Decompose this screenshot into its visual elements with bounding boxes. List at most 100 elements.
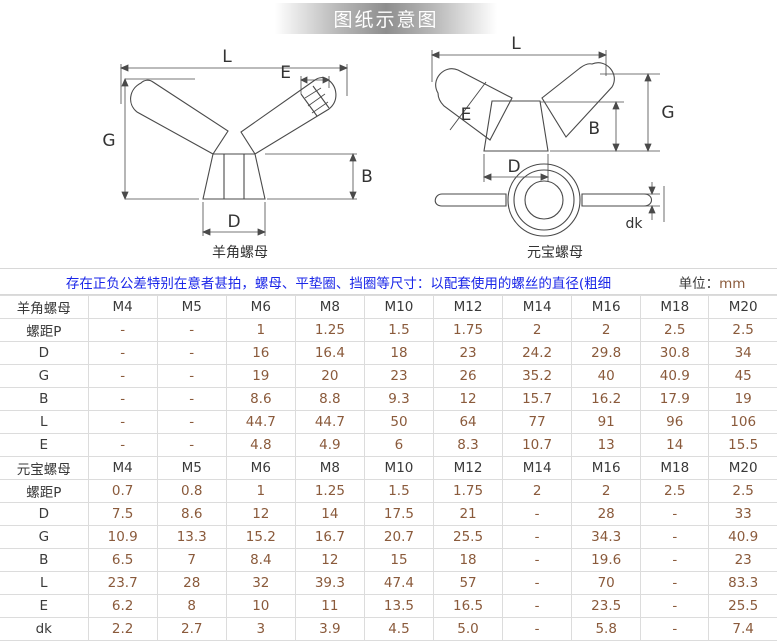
ingot-wing-nut-drawing: L E G B D dk: [430, 36, 675, 237]
table-cell: 40.9: [640, 364, 710, 388]
table-cell: 44.7: [226, 410, 296, 434]
table-cell: -: [502, 548, 573, 572]
row-label: G: [0, 364, 89, 388]
table-cell: 2.2: [88, 617, 158, 641]
column-header-m10: M10: [364, 295, 435, 319]
table-cell: 29.8: [571, 341, 642, 365]
table-cell: 1.5: [364, 479, 435, 503]
column-header-m5: M5: [157, 295, 227, 319]
table-cell: 35.2: [502, 364, 573, 388]
table-cell: 10.7: [502, 433, 573, 457]
page-title: 图纸示意图: [333, 9, 439, 31]
table-cell: 19.6: [571, 548, 642, 572]
table-cell: 96: [640, 410, 710, 434]
table-cell: 7.5: [88, 502, 158, 526]
row-label: D: [0, 502, 89, 526]
table-cell: 28: [571, 502, 642, 526]
dimension-label-G: G: [102, 131, 115, 151]
horn-wing-nut-drawing: L G E B D: [102, 47, 373, 236]
table-cell: 18: [364, 341, 435, 365]
table-cell: 45: [708, 364, 777, 388]
table-cell: 13.3: [157, 525, 227, 549]
table-cell: -: [88, 318, 158, 342]
column-header-m14: M14: [502, 456, 573, 480]
table-cell: 7.4: [708, 617, 777, 641]
table-cell: 24.2: [502, 341, 573, 365]
column-header-m4: M4: [88, 295, 158, 319]
table-cell: 50: [364, 410, 435, 434]
table-cell: 12: [433, 387, 504, 411]
table-cell: 12: [226, 502, 296, 526]
table-cell: 16.4: [295, 341, 365, 365]
table-cell: 11: [295, 594, 365, 618]
table-cell: 16: [226, 341, 296, 365]
notice-row: 存在正负公差特别在意者甚拍，螺母、平垫圈、挡圈等尺寸：以配套使用的螺丝的直径(粗…: [0, 268, 777, 295]
table-cell: 3.9: [295, 617, 365, 641]
table-cell: 39.3: [295, 571, 365, 595]
table-cell: 0.7: [88, 479, 158, 503]
section-name: 元宝螺母: [0, 456, 89, 480]
table-cell: 4.8: [226, 433, 296, 457]
table-cell: 10.9: [88, 525, 158, 549]
dimension-label-E: E: [461, 105, 472, 125]
dimension-label-dk: dk: [626, 216, 644, 232]
table-cell: -: [157, 341, 227, 365]
unit-label: 单位：mm: [647, 272, 777, 292]
table-cell: 19: [708, 387, 777, 411]
table-cell: 8.8: [295, 387, 365, 411]
table-cell: 23: [364, 364, 435, 388]
row-label: 螺距P: [0, 318, 89, 342]
table-cell: 25.5: [708, 594, 777, 618]
row-label: G: [0, 525, 89, 549]
table-cell: 5.8: [571, 617, 642, 641]
table-cell: -: [640, 571, 710, 595]
table-cell: 6: [364, 433, 435, 457]
row-label: B: [0, 548, 89, 572]
column-header-m10: M10: [364, 456, 435, 480]
row-label: 螺距P: [0, 479, 89, 503]
table-cell: 2.7: [157, 617, 227, 641]
table-cell: -: [88, 364, 158, 388]
table-cell: 44.7: [295, 410, 365, 434]
table-cell: 23.7: [88, 571, 158, 595]
table-cell: 1.5: [364, 318, 435, 342]
table-cell: 8.3: [433, 433, 504, 457]
table-cell: 21: [433, 502, 504, 526]
table-cell: 1: [226, 318, 296, 342]
column-header-m14: M14: [502, 295, 573, 319]
dimension-label-L: L: [511, 36, 521, 54]
row-label: L: [0, 571, 89, 595]
dimension-label-D: D: [227, 212, 240, 232]
table-cell: 15: [364, 548, 435, 572]
table-cell: -: [502, 594, 573, 618]
table-cell: 6.5: [88, 548, 158, 572]
column-header-m18: M18: [640, 456, 710, 480]
table-cell: -: [502, 571, 573, 595]
table-cell: 34: [708, 341, 777, 365]
table-cell: 64: [433, 410, 504, 434]
dimension-label-D: D: [507, 157, 520, 177]
tolerance-notice: 存在正负公差特别在意者甚拍，螺母、平垫圈、挡圈等尺寸：以配套使用的螺丝的直径(粗…: [65, 275, 612, 292]
table-cell: 0.8: [157, 479, 227, 503]
table-cell: 83.3: [708, 571, 777, 595]
table-cell: 17.5: [364, 502, 435, 526]
table-cell: 4.9: [295, 433, 365, 457]
dimension-label-E: E: [280, 63, 291, 83]
table-cell: 17.9: [640, 387, 710, 411]
table-cell: -: [640, 525, 710, 549]
table-cell: 33: [708, 502, 777, 526]
column-header-m18: M18: [640, 295, 710, 319]
table-cell: -: [157, 433, 227, 457]
table-cell: 16.2: [571, 387, 642, 411]
table-cell: 8: [157, 594, 227, 618]
